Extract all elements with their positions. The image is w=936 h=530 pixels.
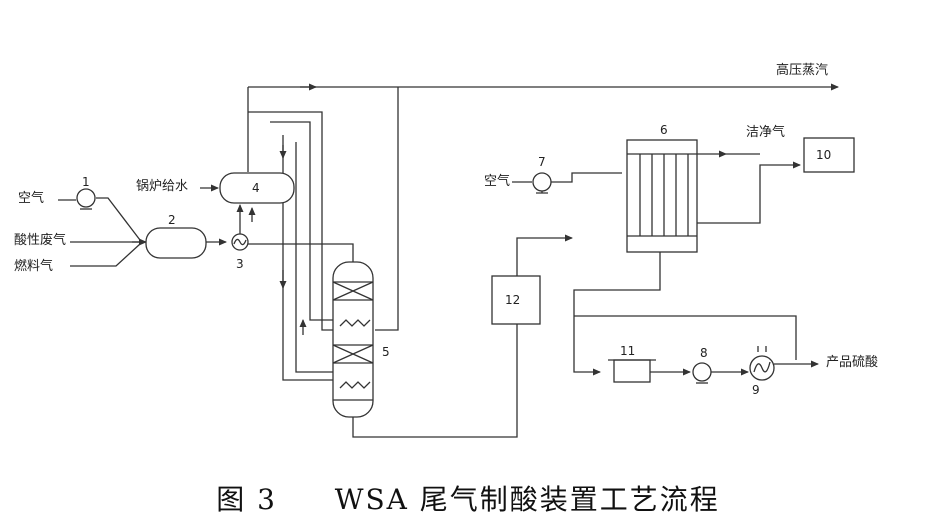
equipment-number-11: 11: [620, 344, 636, 358]
wsa-condenser-6: [626, 139, 698, 253]
steam-drum-4: [219, 172, 295, 204]
label-air-left: 空气: [18, 191, 45, 206]
label-acid-waste-gas: 酸性废气: [14, 233, 67, 248]
label-boiler-feed-water: 锅炉给水: [136, 179, 189, 194]
equipment-number-3: 3: [236, 257, 244, 271]
cooling-coil-upper: [339, 319, 371, 327]
label-product-sulfuric-acid: 产品硫酸: [826, 355, 879, 370]
unit12-to-condenser: [516, 234, 573, 276]
combustor-2: [145, 227, 207, 259]
equipment-number-4: 4: [252, 181, 260, 195]
equipment-number-5: 5: [382, 345, 390, 359]
reactor-outlet-line: [352, 305, 518, 438]
label-high-pressure-steam: 高压蒸汽: [776, 63, 829, 78]
blower-1: [76, 188, 96, 208]
unit-12: [491, 275, 541, 325]
blower-outlet-line: [96, 197, 141, 241]
equipment-number-8: 8: [700, 346, 708, 360]
equipment-number-2: 2: [168, 213, 176, 227]
label-clean-gas: 洁净气: [746, 125, 786, 140]
equipment-number-12: 12: [505, 293, 521, 307]
equipment-number-10: 10: [816, 148, 832, 162]
steam-tie-line: [375, 87, 399, 331]
exchanger-3-coil: [233, 238, 247, 246]
clean-gas-line: [697, 161, 801, 224]
equipment-number-6: 6: [660, 123, 668, 137]
lower-coil-loop: [282, 135, 333, 381]
figure-title: WSA 尾气制酸装置工艺流程: [334, 483, 720, 516]
upper-coil-loop: [248, 111, 333, 331]
catalyst-bed-1: [332, 281, 374, 301]
fuel-gas-line: [70, 243, 141, 267]
label-fuel-gas: 燃料气: [14, 259, 54, 274]
exchanger-to-reactor: [248, 243, 354, 262]
acid-drain-line: [573, 252, 661, 376]
acid-recycle-line: [574, 315, 797, 360]
catalyst-bed-2: [332, 344, 374, 364]
upper-coil-return: [270, 121, 333, 321]
blower7-outlet: [551, 172, 622, 183]
equipment-number-7: 7: [538, 155, 546, 169]
figure-caption: 图 3 WSA 尾气制酸装置工艺流程: [0, 478, 936, 518]
unit-10: [803, 137, 855, 173]
equipment-number-9: 9: [752, 383, 760, 397]
cooling-coil-lower: [339, 381, 371, 389]
label-air-right: 空气: [484, 174, 511, 189]
equipment-number-1: 1: [82, 175, 90, 189]
figure-number: 图 3: [216, 483, 277, 516]
lower-coil-return: [295, 142, 333, 373]
